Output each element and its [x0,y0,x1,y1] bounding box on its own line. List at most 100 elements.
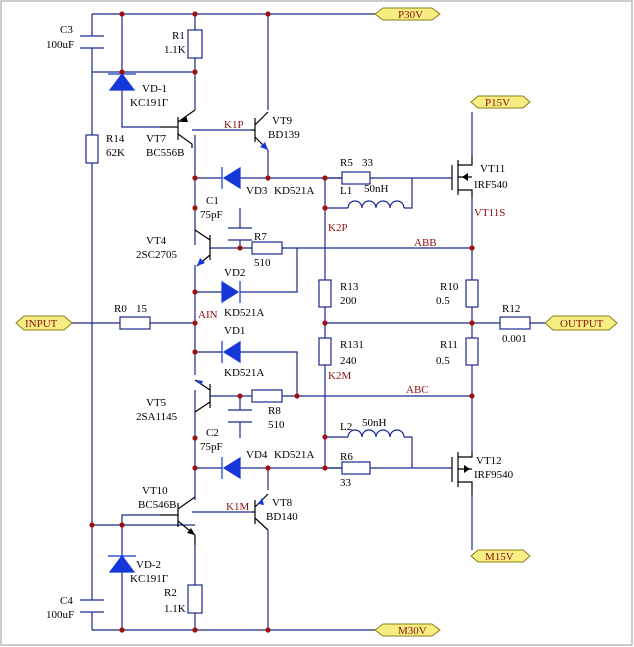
label-r0-value: 15 [136,303,148,315]
resistor-r13 [318,279,332,308]
label-r1-ref: R1 [172,30,185,42]
resistor-r6 [341,461,371,475]
resistor-r12 [499,316,531,330]
resistor-r0 [119,316,151,330]
label-vt11-value: IRF540 [474,179,508,191]
label-r2-ref: R2 [164,587,177,599]
port-input-label: INPUT [25,318,58,330]
label-r8-ref: R8 [268,405,281,417]
label-vd-2-value: KC191Г [130,573,168,585]
port-output: OUTPUT [544,315,618,331]
label-vd1-value: KD521A [224,367,264,379]
label-vd-2-ref: VD-2 [136,559,161,571]
label-vt10-value: BC546B [138,499,177,511]
net-ain: AIN [198,309,218,321]
net-k1m: K1M [226,501,249,513]
net-abc: ABC [406,384,429,396]
port-m15v-label: M15V [485,551,514,563]
label-vd1-ref: VD1 [224,325,245,337]
label-r12-value: 0.001 [502,333,527,345]
label-r11-value: 0.5 [436,355,450,367]
diode-vd1 [221,340,241,364]
inductor-l2 [347,429,405,438]
mosfet-vt11 [451,155,473,198]
resistor-r1 [187,29,203,59]
label-r13-ref: R13 [340,281,359,293]
label-vt9-ref: VT9 [272,115,293,127]
resistor-r14 [85,134,99,164]
resistor-r7 [251,241,283,255]
port-output-label: OUTPUT [560,318,604,330]
label-vt7-ref: VT7 [146,133,167,145]
diode-vd2 [221,280,241,304]
port-p30v: P30V [374,7,441,21]
label-c1-ref: C1 [206,195,219,207]
port-p15v: P15V [470,95,531,109]
zener-vd-1 [108,73,136,91]
label-l1-value: 50nH [364,183,389,195]
label-c4-ref: C4 [60,595,73,607]
transistor-vt8 [252,493,269,531]
resistor-r10 [465,279,479,308]
diode-vd4 [221,456,241,480]
label-r13-value: 200 [340,295,357,307]
inductor-l1 [347,200,405,209]
label-c3-value: 100uF [46,39,74,51]
label-vd-1-ref: VD-1 [142,83,167,95]
net-abb: ABB [414,237,437,249]
label-r12-ref: R12 [502,303,520,315]
label-r131-value: 240 [340,355,357,367]
label-r0-ref: R0 [114,303,127,315]
label-vt9-value: BD139 [268,129,300,141]
label-vd4-ref: VD4 [246,449,268,461]
label-r14-ref: R14 [106,133,125,145]
port-input: INPUT [15,315,73,331]
label-vt11-ref: VT11 [480,163,505,175]
transistor-vt10 [160,496,196,545]
net-k1p: K1P [224,119,244,131]
label-r5-value: 33 [362,157,374,169]
zener-vd-2 [108,555,136,573]
label-vt12-value: IRF9540 [474,469,514,481]
label-vt4-value: 2SC2705 [136,249,177,261]
label-r7-value: 510 [254,257,271,269]
port-p30v-label: P30V [398,9,423,21]
label-l1-ref: L1 [340,185,352,197]
label-r5-ref: R5 [340,157,353,169]
label-vd3-value: KD521A [274,185,314,197]
label-vd4-value: KD521A [274,449,314,461]
capacitor-c1 [228,227,252,241]
capacitor-c2 [228,409,252,423]
net-k2p: K2P [328,222,348,234]
diode-vd3 [221,166,241,190]
label-r10-ref: R10 [440,281,459,293]
port-p15v-label: P15V [485,97,510,109]
label-r2-value: 1.1K [164,603,186,615]
label-r131-ref: R131 [340,339,364,351]
transistor-vt5 [194,379,211,413]
transistor-vt7 [160,109,196,148]
label-vd2-ref: VD2 [224,267,245,279]
label-vt4-ref: VT4 [146,235,167,247]
resistor-r11 [465,337,479,366]
resistor-r5 [341,171,371,185]
label-r10-value: 0.5 [436,295,450,307]
label-vt5-value: 2SA1145 [136,411,178,423]
capacitor-c3 [80,35,104,49]
label-r6-ref: R6 [340,451,353,463]
label-c1-value: 75pF [200,209,223,221]
label-vt8-value: BD140 [266,511,298,523]
label-r1-value: 1.1K [164,44,186,56]
component-labels: C3 100uF R1 1.1K VD-1 KC191Г VT9 BD139 R… [46,24,527,621]
label-r8-value: 510 [268,419,285,431]
port-m30v: M30V [374,623,441,637]
transistor-vt9 [252,111,269,151]
label-vt10-ref: VT10 [142,485,168,497]
label-r7-ref: R7 [254,231,267,243]
label-vt12-ref: VT12 [476,455,502,467]
label-l2-ref: L2 [340,421,352,433]
label-vt8-ref: VT8 [272,497,293,509]
port-m30v-label: M30V [398,625,427,637]
